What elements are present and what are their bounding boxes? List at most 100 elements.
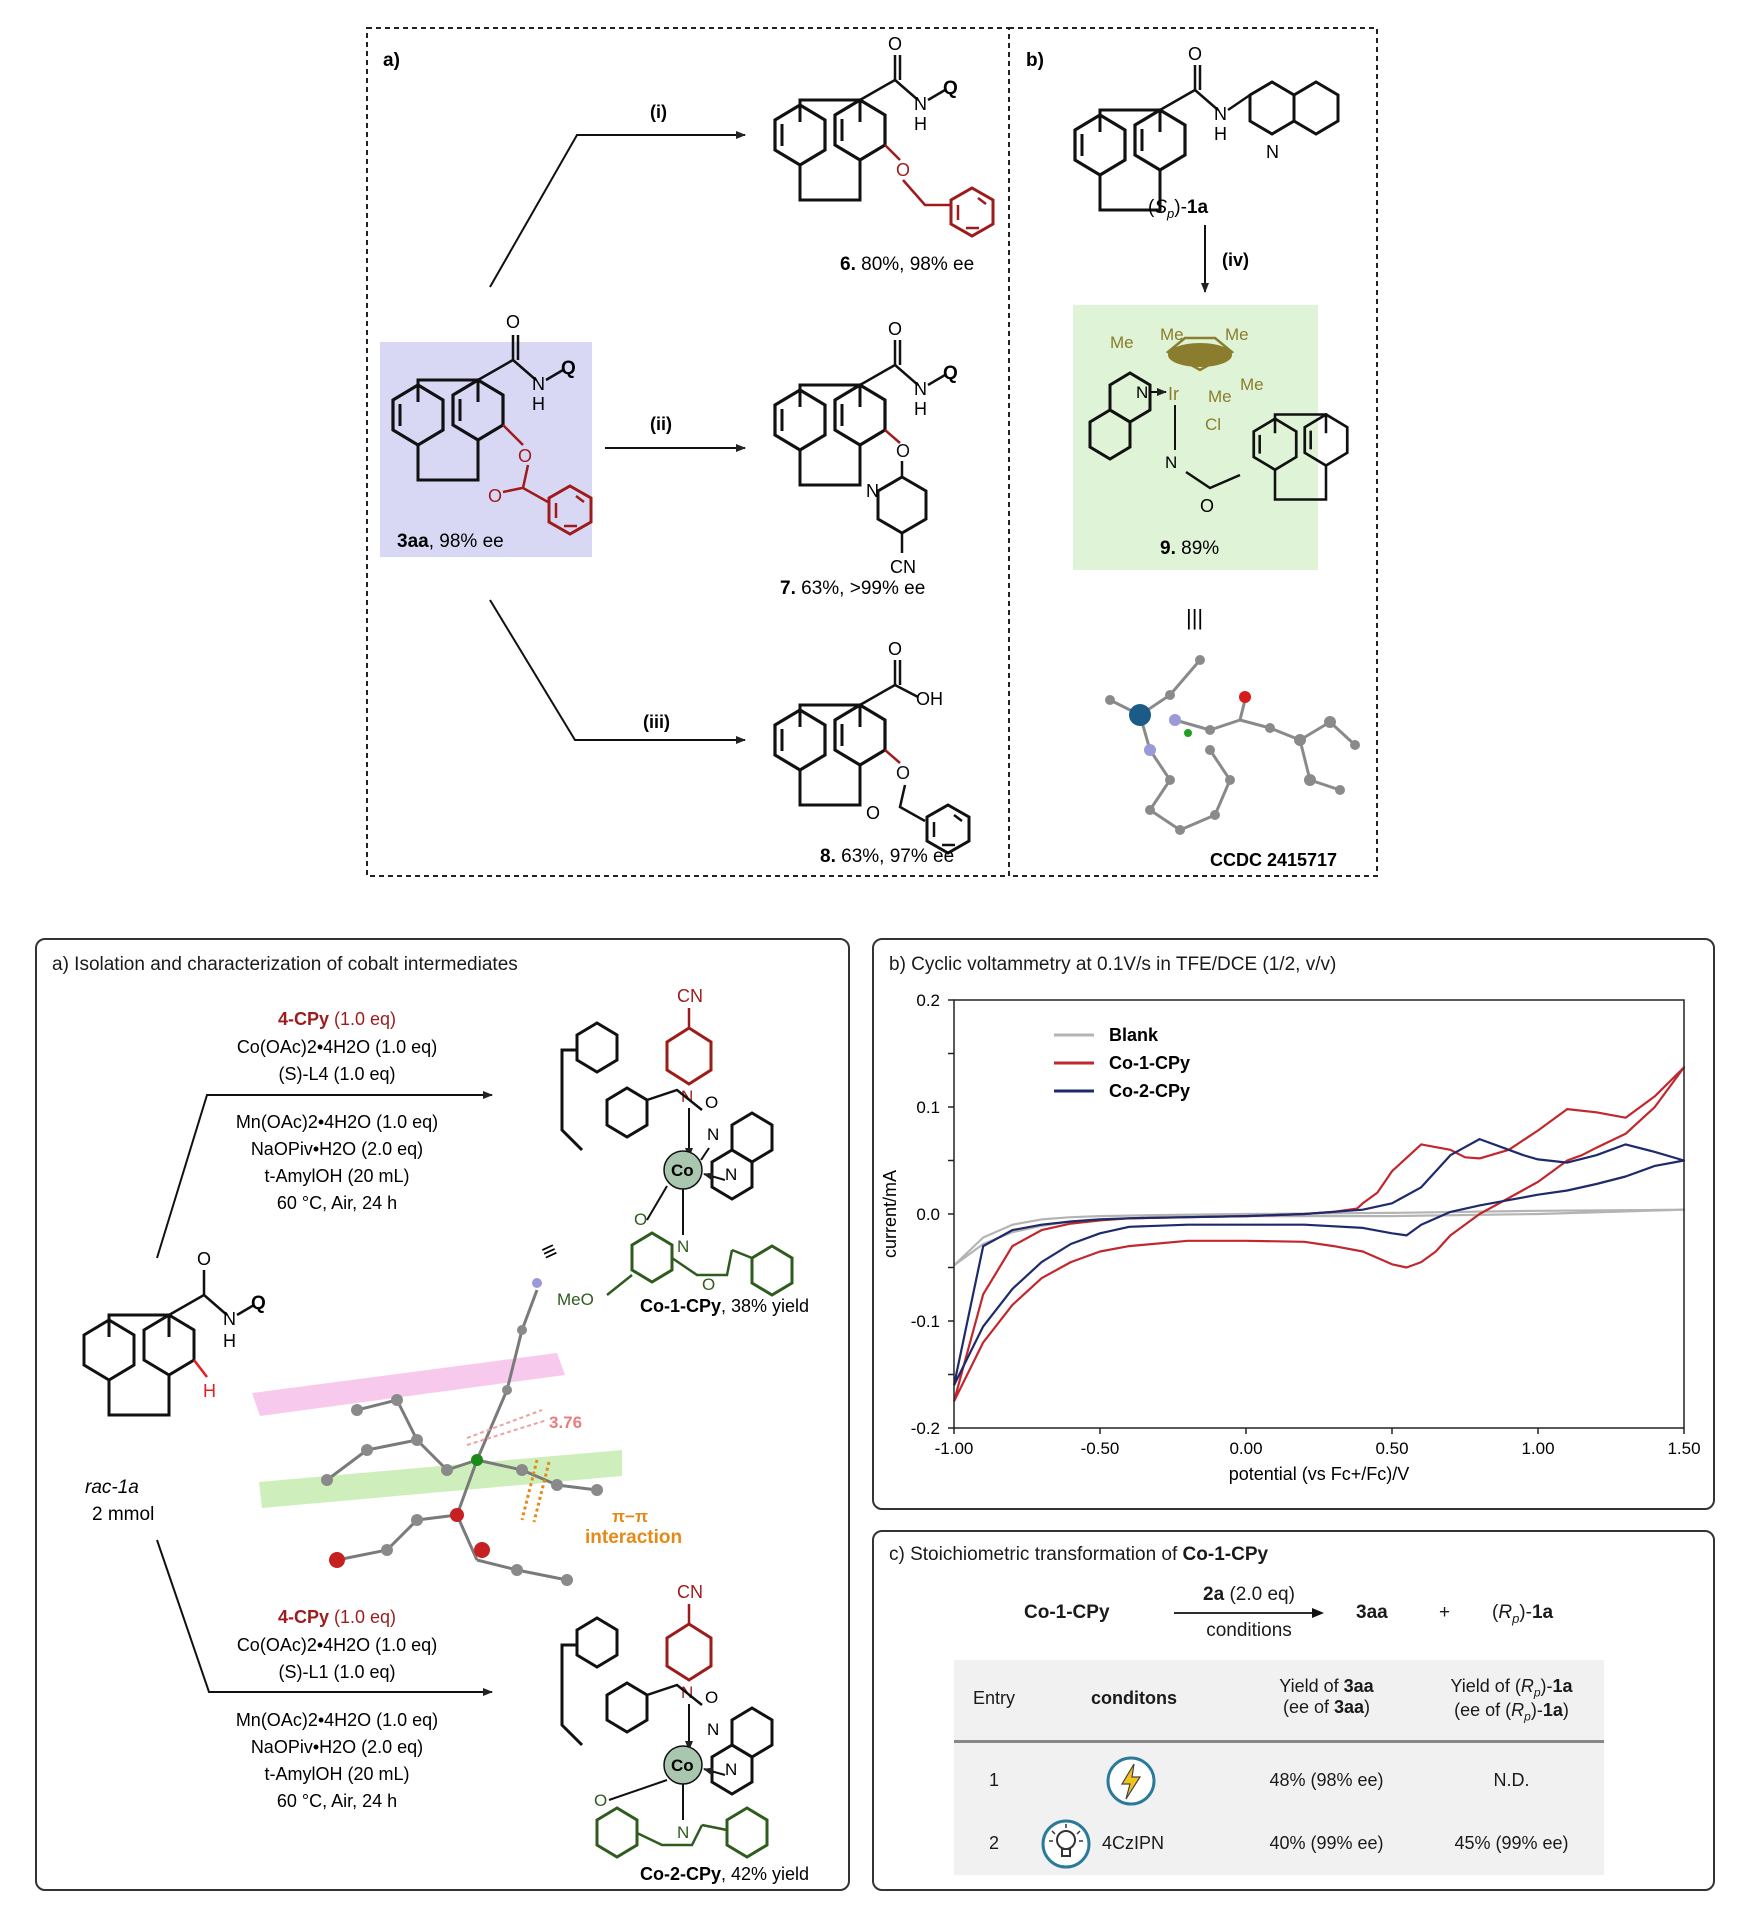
svg-text:O: O	[488, 486, 502, 506]
y-axis-label: current/mA	[880, 1170, 900, 1258]
equivalence-mark: |||	[1186, 605, 1203, 630]
svg-text:H: H	[914, 114, 927, 134]
table-row: 2 4CzIPN 40% (99% ee) 45% (99% ee)	[954, 1815, 1604, 1873]
svg-text:Q: Q	[561, 358, 576, 379]
panel-b-box	[1008, 27, 1378, 877]
product-rp-1a-label: (Rp)-1a	[1492, 1602, 1554, 1626]
svg-text:4-CPy (1.0 eq): 4-CPy (1.0 eq)	[278, 1009, 396, 1029]
co-1-cpy-label: Co-1-CPy, 38% yield	[640, 1296, 809, 1316]
svg-text:O: O	[702, 1275, 715, 1294]
interaction-label: interaction	[585, 1527, 682, 1548]
start-label: 3aa, 98% ee	[397, 531, 504, 552]
product-8-label: 8. 63%, 97% ee	[820, 846, 954, 867]
svg-text:O: O	[888, 639, 902, 659]
svg-text:60 °C, Air, 24 h: 60 °C, Air, 24 h	[277, 1791, 397, 1811]
svg-text:Co(OAc)2•4H2O (1.0 eq): Co(OAc)2•4H2O (1.0 eq)	[237, 1635, 437, 1655]
x-tick-label: -0.50	[1081, 1439, 1120, 1458]
svg-text:N: N	[914, 94, 927, 114]
rac-1a-scale: 2 mmol	[92, 1504, 154, 1525]
arrow-top	[156, 1091, 493, 1259]
complex-9-label: 9. 89%	[1160, 538, 1219, 559]
svg-text:60 °C, Air, 24 h: 60 °C, Air, 24 h	[277, 1193, 397, 1213]
y-tick-label: 0.0	[916, 1205, 940, 1224]
x-tick-label: 0.50	[1375, 1439, 1408, 1458]
arrow-bottom	[156, 1539, 493, 1696]
series-line-blank	[953, 1208, 1686, 1267]
product-7-structure: O N H Q O N CN	[773, 319, 958, 577]
results-table: Entry conditons Yield of 3aa(ee of 3aa) …	[954, 1660, 1604, 1875]
svg-text:(S)-L4 (1.0 eq): (S)-L4 (1.0 eq)	[278, 1064, 395, 1084]
svg-text:NaOPiv•H2O (2.0 eq): NaOPiv•H2O (2.0 eq)	[251, 1737, 423, 1757]
svg-text:Q: Q	[943, 363, 958, 384]
svg-text:Ir: Ir	[1168, 384, 1179, 404]
photocatalyst-label: 4CzIPN	[1102, 1833, 1165, 1853]
start-highlight-box	[380, 342, 592, 557]
top-scheme: a) b) O N H Q O O 3aa, 98% ee (i) (ii) (…	[0, 0, 1751, 900]
svg-text:O: O	[197, 1249, 211, 1269]
svg-text:CN: CN	[890, 557, 916, 577]
reaction-arrow: 2a (2.0 eq) conditions	[1174, 1584, 1324, 1642]
step-i: (i)	[650, 102, 667, 122]
svg-text:H: H	[914, 399, 927, 419]
svg-text:OH: OH	[916, 689, 943, 709]
crystal-structure-9	[1105, 655, 1360, 835]
svg-text:(S)-L1 (1.0 eq): (S)-L1 (1.0 eq)	[278, 1662, 395, 1682]
panel-c-title: c) Stoichiometric transformation of Co-1…	[889, 1544, 1269, 1565]
sp-1a-label: (Sp)-1a	[1148, 197, 1208, 221]
svg-text:Me: Me	[1225, 325, 1249, 344]
svg-text:CN: CN	[677, 1582, 703, 1602]
pi-pi-label: π−π	[612, 1507, 648, 1526]
product-6-structure: O N H Q O	[773, 34, 995, 238]
svg-text:N: N	[532, 374, 545, 394]
svg-text:Me: Me	[1110, 333, 1134, 352]
svg-text:O: O	[888, 319, 902, 339]
product-8-structure: O OH O O	[773, 639, 971, 855]
rac-1a-label: rac-1a	[85, 1477, 139, 1498]
svg-text:N: N	[707, 1720, 719, 1739]
svg-text:Cl: Cl	[1205, 415, 1221, 434]
product-7-label: 7. 63%, >99% ee	[780, 578, 925, 599]
svg-text:O: O	[634, 1210, 647, 1229]
distance-label: 3.76	[549, 1413, 582, 1432]
y-tick-label: 0.2	[916, 991, 940, 1010]
legend-entry: Co-2-CPy	[1109, 1081, 1190, 1101]
panel-a-label: a)	[383, 50, 400, 71]
svg-text:4-CPy (1.0 eq): 4-CPy (1.0 eq)	[278, 1607, 396, 1627]
svg-text:Mn(OAc)2•4H2O (1.0 eq): Mn(OAc)2•4H2O (1.0 eq)	[236, 1112, 438, 1132]
svg-text:O: O	[705, 1093, 718, 1112]
sp-1a-structure: O N H N	[1073, 44, 1340, 212]
table-header: Entry conditons Yield of 3aa(ee of 3aa) …	[954, 1660, 1604, 1743]
svg-text:O: O	[866, 803, 880, 823]
conditions-top: 4-CPy (1.0 eq) Co(OAc)2•4H2O (1.0 eq) (S…	[236, 1009, 438, 1213]
co-1-cpy-structure: CN N O N N Co O N O	[557, 986, 794, 1309]
svg-text:Co: Co	[671, 1756, 694, 1775]
svg-text:O: O	[594, 1791, 607, 1810]
header-yield1: Yield of (Rp)-1a(ee of (Rp)-1a)	[1450, 1676, 1573, 1724]
svg-text:NaOPiv•H2O (2.0 eq): NaOPiv•H2O (2.0 eq)	[251, 1139, 423, 1159]
svg-text:N: N	[914, 379, 927, 399]
y-tick-label: -0.2	[911, 1419, 940, 1438]
svg-text:O: O	[506, 312, 520, 332]
conditions-bottom: 4-CPy (1.0 eq) Co(OAc)2•4H2O (1.0 eq) (S…	[236, 1607, 438, 1811]
equivalence-mark-co: ≡	[537, 1237, 561, 1267]
x-tick-label: 0.00	[1229, 1439, 1262, 1458]
complex-9-structure: Me Me Me Me Me Ir Cl N N O	[1088, 325, 1349, 516]
svg-text:N: N	[677, 1823, 689, 1842]
svg-text:N: N	[1165, 453, 1177, 472]
series-line-co-1-cpy	[952, 1066, 1686, 1402]
product-3aa-label: 3aa	[1356, 1602, 1388, 1623]
legend-entry: Co-1-CPy	[1109, 1053, 1190, 1073]
header-yield3: Yield of 3aa(ee of 3aa)	[1279, 1676, 1374, 1717]
svg-text:Co(OAc)2•4H2O (1.0 eq): Co(OAc)2•4H2O (1.0 eq)	[237, 1037, 437, 1057]
svg-text:H: H	[223, 1331, 236, 1351]
x-axis-label: potential (vs Fc+/Fc)/V	[1229, 1464, 1410, 1484]
svg-text:N: N	[1214, 104, 1227, 124]
svg-text:Q: Q	[943, 78, 958, 99]
x-tick-label: 1.00	[1521, 1439, 1554, 1458]
lightning-electrode-icon	[1104, 1754, 1164, 1808]
svg-text:H: H	[532, 394, 545, 414]
svg-text:Mn(OAc)2•4H2O (1.0 eq): Mn(OAc)2•4H2O (1.0 eq)	[236, 1710, 438, 1730]
light-bulb-icon	[1039, 1817, 1093, 1871]
svg-text:t-AmylOH (20 mL): t-AmylOH (20 mL)	[264, 1166, 409, 1186]
step-ii: (ii)	[650, 414, 672, 434]
